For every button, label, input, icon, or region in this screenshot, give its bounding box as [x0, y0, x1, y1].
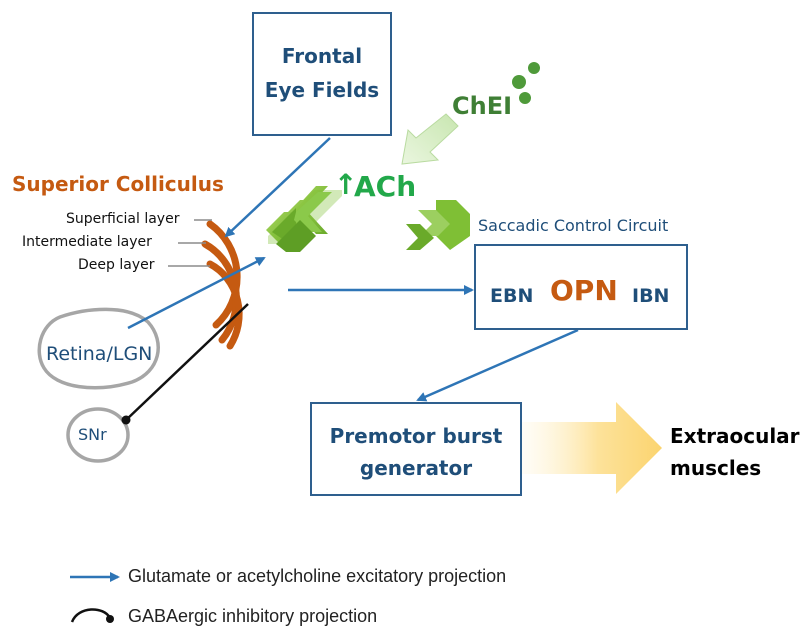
deep-layer-label: Deep layer: [78, 257, 155, 273]
snr-label: SNr: [78, 425, 107, 444]
ibn-label: IBN: [632, 285, 670, 307]
opn-label: OPN: [550, 274, 618, 307]
ebn-label: EBN: [490, 285, 534, 307]
premotor-label-line1: Premotor burst: [329, 424, 503, 448]
chei-molecule-dots: [512, 62, 540, 104]
legend-excitatory-label: Glutamate or acetylcholine excitatory pr…: [128, 566, 507, 586]
frontal-eye-fields-box: [252, 12, 392, 136]
ach-label: ACh: [354, 170, 417, 203]
retina-lgn-outline: [37, 307, 160, 390]
fef-to-sc-arrow: [224, 137, 331, 238]
frontal-eye-fields-label-line2: Eye Fields: [264, 78, 380, 102]
excitatory-arrows: [127, 137, 579, 402]
intermediate-layer-label: Intermediate layer: [22, 234, 152, 250]
retina-lgn-label: Retina/LGN: [46, 343, 153, 365]
saccadic-control-circuit-box: [474, 244, 688, 330]
legend-inhibitory-label: GABAergic inhibitory projection: [128, 606, 378, 626]
saccadic-to-premotor-arrow: [416, 328, 579, 402]
ach-up-arrow: ↑: [334, 168, 358, 201]
legend-inhibitory-arc: [70, 608, 114, 623]
superior-colliculus-label: Superior Colliculus: [12, 172, 224, 196]
retina-to-sc-arrow: [127, 256, 266, 330]
to-extraocular-arrow: [520, 402, 662, 494]
ach-chevron-block-right: [406, 200, 470, 250]
premotor-burst-generator-box: [310, 402, 522, 496]
saccadic-control-circuit-label: Saccadic Control Circuit: [478, 216, 669, 235]
snr-inhibitory-projection: [121, 303, 249, 425]
extraocular-label-line2: muscles: [670, 456, 762, 480]
frontal-eye-fields-label-line1: Frontal: [281, 44, 363, 68]
snr-outline: [66, 407, 130, 463]
premotor-label-line2: generator: [359, 456, 473, 480]
layer-leader-lines: [168, 219, 212, 267]
chei-label: ChEI: [452, 92, 513, 120]
extraocular-label-line1: Extraocular: [670, 424, 800, 448]
superficial-layer-label: Superficial layer: [66, 211, 180, 227]
ach-chevron-block-left: [268, 190, 342, 252]
chei-to-ach-arrow: [401, 113, 459, 165]
